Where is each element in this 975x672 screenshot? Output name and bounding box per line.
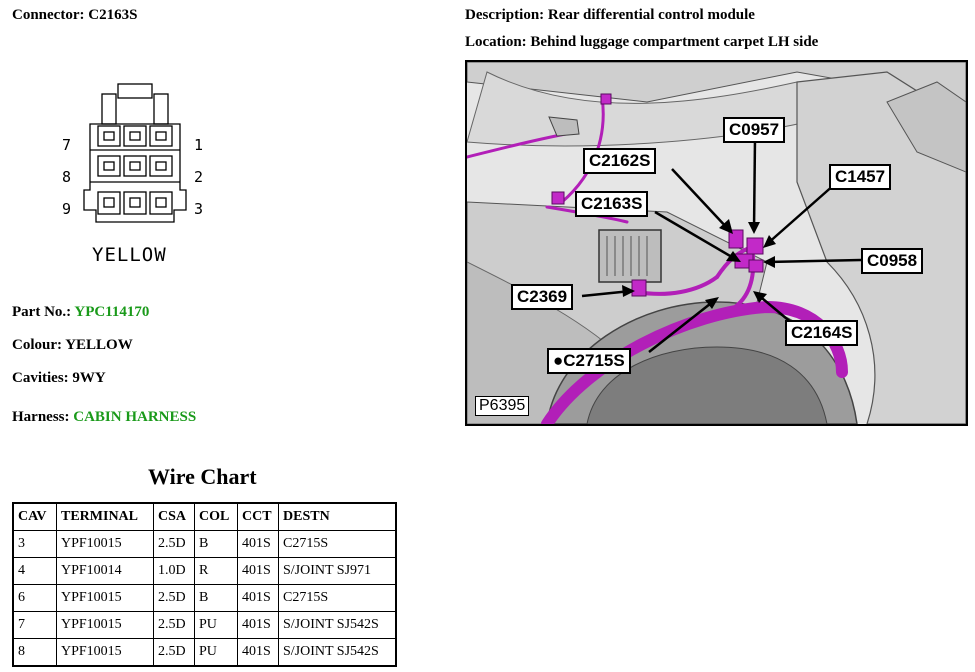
cell: 2.5D — [153, 530, 195, 558]
cell: 6 — [12, 584, 57, 612]
cell: 1.0D — [153, 557, 195, 585]
location: Location: Behind luggage compartment car… — [465, 34, 819, 50]
pin-label-3: 3 — [194, 200, 203, 218]
callout-c2162s: C2162S — [583, 148, 657, 174]
cell: 4 — [12, 557, 57, 585]
callout-c1457: C1457 — [829, 164, 892, 190]
cell: S/JOINT SJ542S — [278, 611, 397, 639]
cell: PU — [194, 638, 238, 667]
part-number-label: Part No.: — [12, 304, 72, 320]
cell: 8 — [12, 638, 57, 667]
part-number-link[interactable]: YPC114170 — [74, 304, 150, 320]
cell: 7 — [12, 611, 57, 639]
table-row: 3 YPF10015 2.5D B 401S C2715S — [12, 530, 397, 558]
cell: YPF10015 — [56, 530, 154, 558]
harness-label: Harness: — [12, 409, 70, 425]
connector-colour-caption: YELLOW — [92, 244, 167, 266]
table-row: 8 YPF10015 2.5D PU 401S S/JOINT SJ542S — [12, 638, 397, 667]
callout-c2164s: C2164S — [785, 320, 859, 346]
harness-link[interactable]: CABIN HARNESS — [73, 409, 197, 425]
cell: 2.5D — [153, 611, 195, 639]
vehicle-interior-drawing — [467, 62, 966, 424]
table-row: 4 YPF10014 1.0D R 401S S/JOINT SJ971 — [12, 557, 397, 585]
cell: 401S — [237, 557, 279, 585]
pin-label-1: 1 — [194, 136, 203, 154]
cell: 401S — [237, 638, 279, 667]
connector-face-diagram: 7 8 9 1 2 3 — [62, 83, 203, 223]
callout-c0957: C0957 — [723, 117, 786, 143]
cell: 2.5D — [153, 584, 195, 612]
table-row: 7 YPF10015 2.5D PU 401S S/JOINT SJ542S — [12, 611, 397, 639]
illustration-reference-code: P6395 — [475, 396, 530, 416]
pin-label-9: 9 — [62, 200, 71, 218]
cell: PU — [194, 611, 238, 639]
cell: 401S — [237, 584, 279, 612]
cavities: Cavities: 9WY — [12, 370, 106, 386]
cell: 3 — [12, 530, 57, 558]
callout-c0958: C0958 — [861, 248, 924, 274]
cell: C2715S — [278, 530, 397, 558]
cell: YPF10015 — [56, 584, 154, 612]
cell: 2.5D — [153, 638, 195, 667]
cell: 401S — [237, 611, 279, 639]
cell: YPF10015 — [56, 638, 154, 667]
part-number: Part No.: YPC114170 — [12, 304, 149, 321]
harness: Harness: CABIN HARNESS — [12, 409, 196, 426]
colour: Colour: YELLOW — [12, 337, 133, 353]
col-col: COL — [194, 502, 238, 531]
cell: S/JOINT SJ542S — [278, 638, 397, 667]
location-illustration: C0957 C2162S C1457 C2163S C0958 C2369 C2… — [465, 60, 968, 426]
cell: C2715S — [278, 584, 397, 612]
cell: R — [194, 557, 238, 585]
description: Description: Rear differential control m… — [465, 7, 755, 23]
table-row: 6 YPF10015 2.5D B 401S C2715S — [12, 584, 397, 612]
pin-label-7: 7 — [62, 136, 71, 154]
callout-c2163s: C2163S — [575, 191, 649, 217]
callout-c2715s: ●C2715S — [547, 348, 631, 374]
connector-id: Connector: C2163S — [12, 7, 138, 23]
col-csa: CSA — [153, 502, 195, 531]
cell: B — [194, 584, 238, 612]
cell: S/JOINT SJ971 — [278, 557, 397, 585]
wire-chart-table: CAV TERMINAL CSA COL CCT DESTN 3 YPF1001… — [12, 502, 397, 667]
pin-label-2: 2 — [194, 168, 203, 186]
cell: B — [194, 530, 238, 558]
pin-label-8: 8 — [62, 168, 71, 186]
table-header-row: CAV TERMINAL CSA COL CCT DESTN — [12, 502, 397, 531]
cell: 401S — [237, 530, 279, 558]
col-terminal: TERMINAL — [56, 502, 154, 531]
col-cct: CCT — [237, 502, 279, 531]
cell: YPF10014 — [56, 557, 154, 585]
callout-c2369: C2369 — [511, 284, 574, 310]
col-cav: CAV — [12, 502, 57, 531]
wire-chart-title: Wire Chart — [148, 464, 257, 489]
cell: YPF10015 — [56, 611, 154, 639]
col-destn: DESTN — [278, 502, 397, 531]
